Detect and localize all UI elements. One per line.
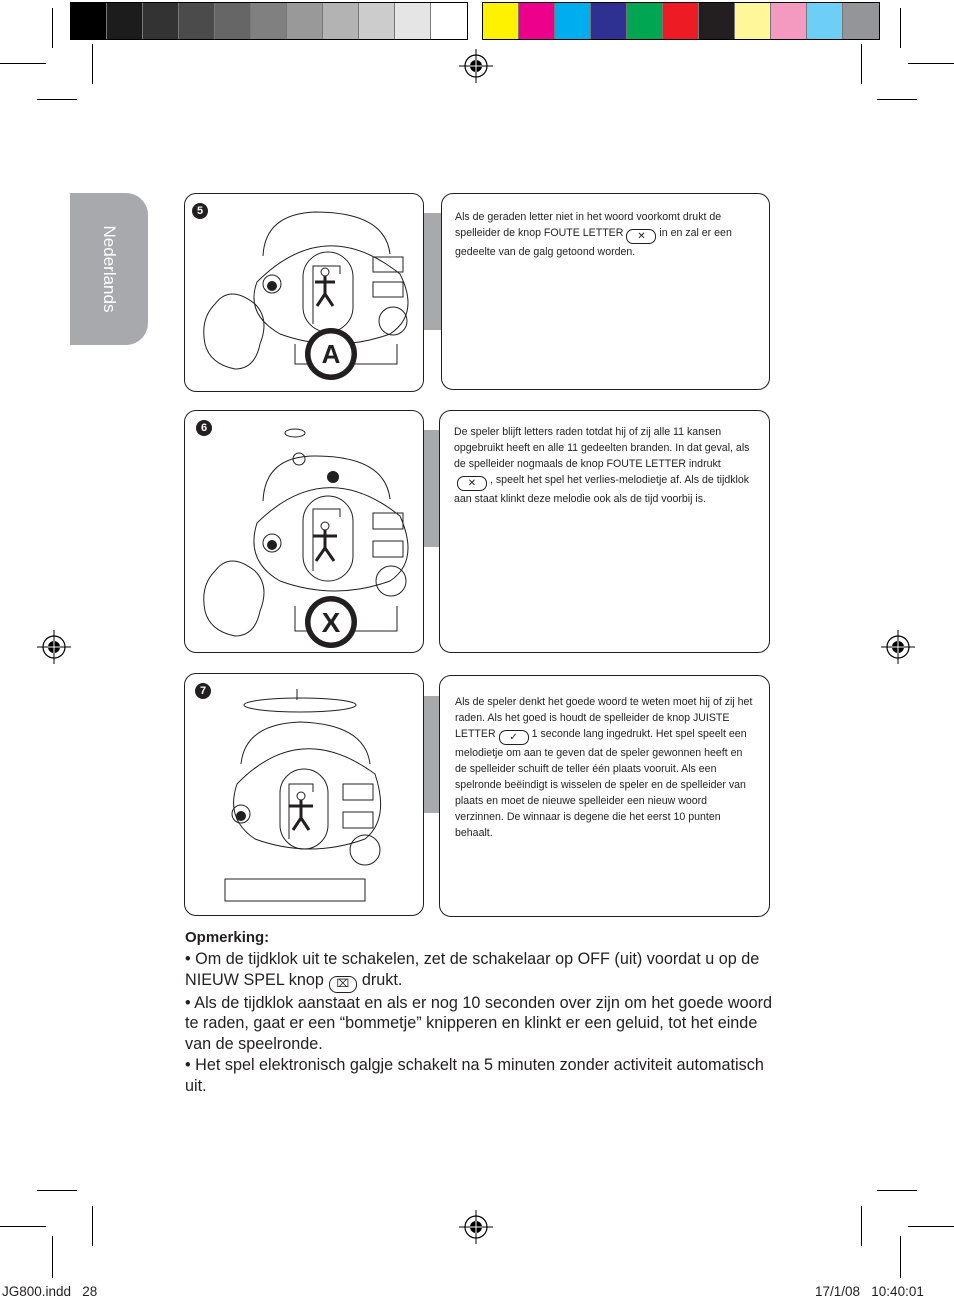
wrong-letter-icon: ✕: [457, 476, 487, 491]
wrong-letter-icon: ✕: [626, 229, 657, 244]
step-5-description: Als de geraden letter niet in het woord …: [455, 209, 760, 260]
step-6-text-panel: De speler blijft letters raden totdat hi…: [439, 410, 770, 653]
language-tab: Nederlands: [70, 193, 148, 345]
step-text: , speelt het spel het verlies-melodietje…: [454, 474, 750, 505]
step-7-text-panel: Als de speler denkt het goede woord te w…: [439, 675, 770, 917]
crop-mark: [877, 99, 917, 100]
registration-mark-icon: [459, 1210, 493, 1244]
step-text: in en zal er een gedeelte van de galg ge…: [455, 227, 732, 258]
button-a-label: A: [322, 339, 341, 369]
divider-strip: [424, 696, 440, 813]
crop-mark: [900, 1236, 901, 1278]
step-5-illustration-panel: 5 A: [184, 193, 424, 392]
color-swatch: [107, 3, 143, 39]
note-heading: Opmerking:: [185, 929, 270, 946]
registration-mark-icon: [37, 630, 71, 664]
note-bullet: • Het spel elektronisch galgje schakelt …: [185, 1055, 764, 1095]
color-swatch: [179, 3, 215, 39]
color-swatch: [627, 3, 663, 39]
step-number: 7: [195, 683, 211, 699]
color-swatch: [807, 3, 843, 39]
crop-mark: [900, 8, 901, 48]
color-swatch: [395, 3, 431, 39]
step-number: 5: [192, 203, 208, 219]
color-swatch: [735, 3, 771, 39]
step-text: De speler blijft letters raden totdat hi…: [454, 426, 750, 470]
color-swatch: [519, 3, 555, 39]
color-swatch: [843, 3, 879, 39]
crop-mark: [908, 63, 954, 64]
step-number: 6: [196, 420, 212, 436]
crop-mark: [861, 1206, 862, 1246]
color-swatch: [143, 3, 179, 39]
note-text: • Om de tijdklok uit te schakelen, zet d…: [185, 949, 760, 989]
color-swatch: [771, 3, 807, 39]
right-letter-icon: ✓: [498, 730, 529, 745]
registration-mark-icon: [881, 630, 915, 664]
color-swatch: [431, 3, 467, 39]
divider-strip: [424, 430, 440, 547]
footer-timestamp: 17/1/08 10:40:01: [815, 1284, 924, 1299]
color-swatch: [359, 3, 395, 39]
language-tab-label: Nederlands: [100, 225, 119, 313]
color-swatch: [287, 3, 323, 39]
color-swatch: [591, 3, 627, 39]
button-x-label: X: [322, 607, 341, 638]
divider-strip: [424, 213, 442, 330]
color-calibration-bar: [482, 2, 880, 40]
footer-file-name: JG800.indd 28: [2, 1284, 98, 1299]
crop-mark: [0, 1226, 46, 1227]
hangman-game-illustration: X: [203, 428, 409, 648]
color-swatch: [555, 3, 591, 39]
color-swatch: [251, 3, 287, 39]
color-swatch: [483, 3, 519, 39]
color-swatch: [663, 3, 699, 39]
step-5-text-panel: Als de geraden letter niet in het woord …: [441, 193, 770, 390]
crop-mark: [92, 1206, 93, 1246]
crop-mark: [52, 1236, 53, 1278]
crop-mark: [92, 44, 93, 84]
color-swatch: [215, 3, 251, 39]
crop-mark: [37, 1190, 77, 1191]
crop-mark: [37, 99, 77, 100]
color-swatch: [699, 3, 735, 39]
crop-mark: [861, 44, 862, 84]
note-bullet: • Om de tijdklok uit te schakelen, zet d…: [185, 949, 785, 993]
note-bullet: • Als de tijdklok aanstaat en als er nog…: [185, 993, 772, 1054]
step-text: Als de speler denkt het goede woord te w…: [455, 696, 753, 740]
registration-mark-icon: [459, 49, 493, 83]
gray-calibration-bar: [70, 2, 468, 40]
note-section: Opmerking: • Om de tijdklok uit te schak…: [185, 928, 785, 1097]
color-swatch: [323, 3, 359, 39]
step-6-description: De speler blijft letters raden totdat hi…: [454, 424, 754, 507]
note-text: drukt.: [361, 970, 403, 989]
hangman-game-illustration: A: [203, 211, 409, 380]
crop-mark: [908, 1226, 954, 1227]
step-6-illustration-panel: 6 X: [184, 410, 424, 653]
step-text: 1 seconde lang ingedrukt. Het spel speel…: [455, 728, 747, 839]
hangman-game-illustration: [224, 689, 382, 902]
color-swatch: [71, 3, 107, 39]
step-text: Als de geraden letter niet in het woord …: [455, 211, 722, 239]
crop-mark: [877, 1190, 917, 1191]
crop-mark: [52, 8, 53, 48]
step-7-description: Als de speler denkt het goede woord te w…: [455, 694, 757, 841]
new-game-icon: ⌧: [328, 975, 357, 993]
crop-mark: [0, 63, 46, 64]
step-7-illustration-panel: 7: [184, 673, 424, 916]
